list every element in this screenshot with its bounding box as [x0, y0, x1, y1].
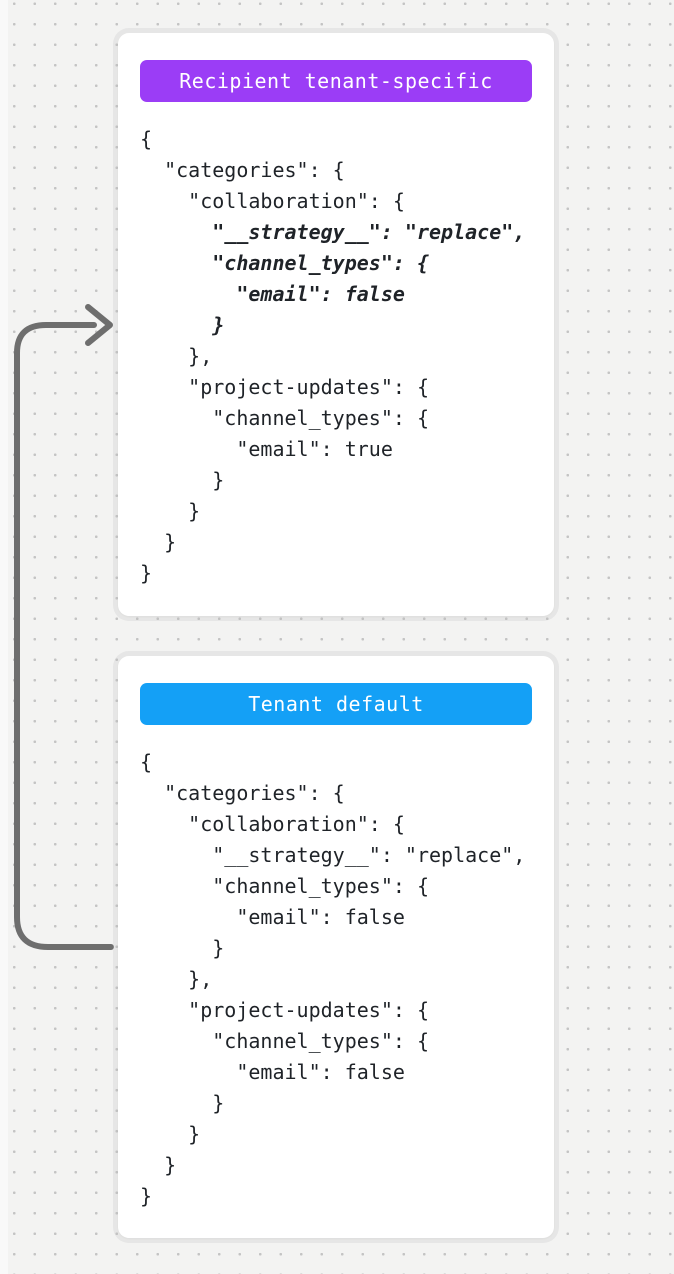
code-line: "channel_types": { — [140, 874, 429, 898]
code-line: } — [140, 1184, 153, 1208]
code-line: "collaboration": { — [140, 812, 405, 836]
code-line: } — [140, 561, 153, 585]
code-line: } — [140, 936, 225, 960]
json-code-block-tenant-default: { "categories": { "collaboration": { "__… — [140, 747, 532, 1212]
badge-tenant-default: Tenant default — [140, 683, 532, 725]
code-line: } — [140, 499, 201, 523]
code-line: "email": false — [140, 282, 405, 306]
card-recipient-tenant-specific: Recipient tenant-specific { "categories"… — [118, 33, 554, 616]
code-line: "categories": { — [140, 781, 345, 805]
code-line: { — [140, 750, 153, 774]
code-line: "project-updates": { — [140, 998, 429, 1022]
code-line: } — [140, 313, 225, 337]
code-line: } — [140, 1122, 201, 1146]
code-line: "project-updates": { — [140, 375, 429, 399]
code-line: "__strategy__": "replace", — [140, 843, 526, 867]
code-line: "channel_types": { — [140, 251, 429, 275]
code-line: "__strategy__": "replace", — [140, 220, 526, 244]
code-line: "email": false — [140, 905, 405, 929]
code-line: } — [140, 1091, 225, 1115]
card-tenant-default: Tenant default { "categories": { "collab… — [118, 656, 554, 1238]
code-line: "categories": { — [140, 158, 345, 182]
badge-recipient-tenant-specific: Recipient tenant-specific — [140, 60, 532, 102]
code-line: } — [140, 530, 177, 554]
page-left-gutter — [0, 0, 8, 1274]
code-line: } — [140, 1153, 177, 1177]
code-line: "channel_types": { — [140, 406, 429, 430]
code-line: "email": true — [140, 437, 393, 461]
json-code-block-recipient: { "categories": { "collaboration": { "__… — [140, 124, 532, 589]
code-line: } — [140, 468, 225, 492]
code-line: "email": false — [140, 1060, 405, 1084]
code-line: "collaboration": { — [140, 189, 405, 213]
code-line: { — [140, 127, 153, 151]
code-line: }, — [140, 344, 213, 368]
code-line: }, — [140, 967, 213, 991]
code-line: "channel_types": { — [140, 1029, 429, 1053]
